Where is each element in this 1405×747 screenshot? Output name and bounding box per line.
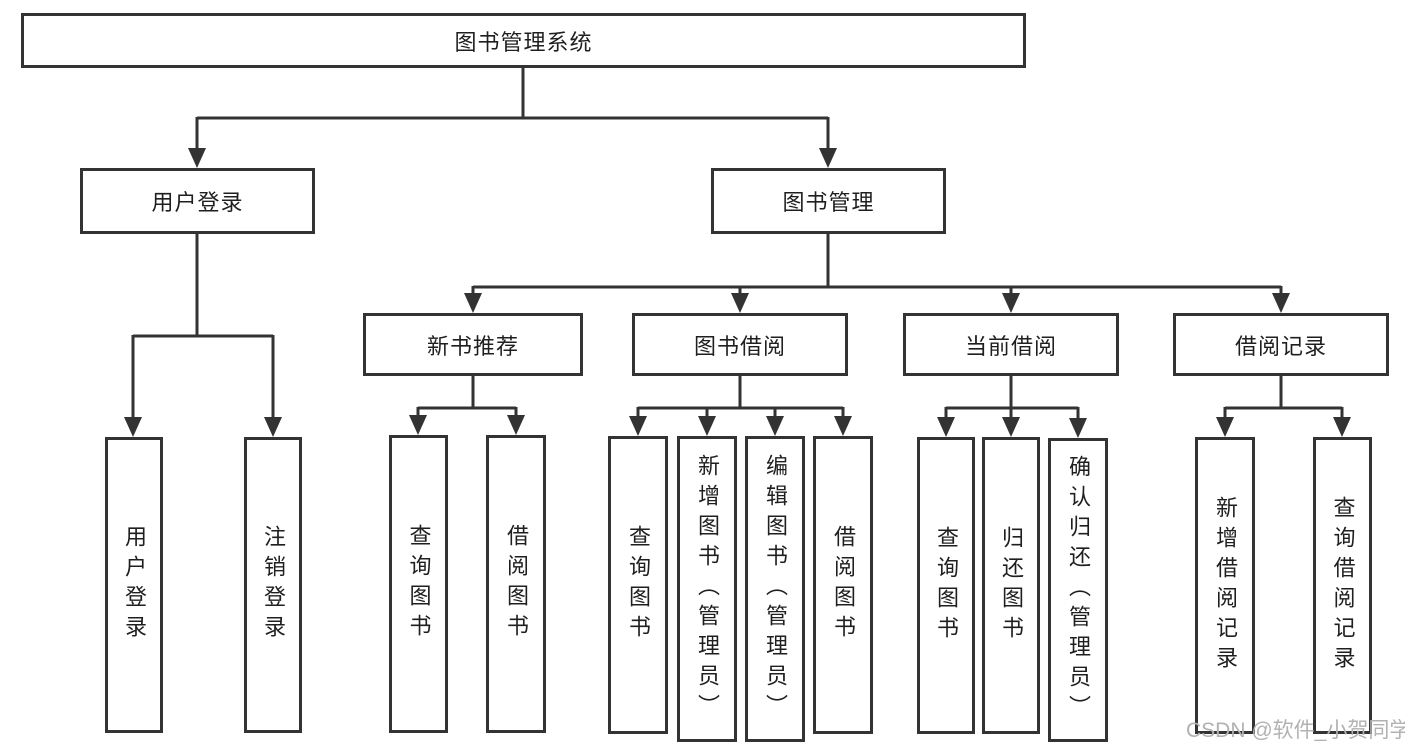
leaf-recommend-borrow-books: 借阅图书: [486, 435, 546, 733]
leaf-borrowing-borrow-books: 借阅图书: [813, 436, 873, 734]
leaf-current-query-books: 查询图书: [917, 437, 975, 734]
leaf-borrowing-add-books-admin-label: 新增图书（管理员）: [695, 454, 720, 724]
leaf-records-query-record-label: 查询借阅记录: [1330, 495, 1356, 676]
node-book-borrowing: 图书借阅: [632, 313, 848, 376]
leaf-recommend-query-books-label: 查询图书: [406, 524, 432, 644]
leaf-current-query-books-label: 查询图书: [934, 525, 959, 646]
leaf-user-login: 用户登录: [105, 437, 163, 733]
leaf-records-add-record-label: 新增借阅记录: [1213, 495, 1238, 676]
leaf-current-confirm-return-admin: 确认归还（管理员）: [1048, 438, 1108, 742]
leaf-borrowing-query-books-label: 查询图书: [626, 525, 651, 645]
leaf-recommend-query-books: 查询图书: [389, 435, 448, 733]
node-library-system: 图书管理系统: [21, 13, 1026, 68]
leaf-borrowing-add-books-admin: 新增图书（管理员）: [677, 436, 737, 742]
csdn-watermark: CSDN @软件_小贺同学: [1186, 719, 1405, 742]
leaf-current-return-books-label: 归还图书: [999, 525, 1024, 646]
leaf-current-confirm-return-admin-label: 确认归还（管理员）: [1066, 455, 1091, 725]
leaf-recommend-borrow-books-label: 借阅图书: [504, 524, 529, 644]
node-book-management: 图书管理: [711, 168, 946, 234]
leaf-borrowing-edit-books-admin-label: 编辑图书（管理员）: [763, 454, 788, 724]
leaf-borrowing-edit-books-admin: 编辑图书（管理员）: [745, 436, 805, 742]
leaf-user-login-label: 用户登录: [122, 525, 147, 645]
node-borrowing-records: 借阅记录: [1173, 313, 1389, 376]
leaf-records-add-record: 新增借阅记录: [1195, 437, 1255, 734]
leaf-records-query-record: 查询借阅记录: [1313, 437, 1372, 734]
node-current-borrowing: 当前借阅: [903, 313, 1119, 376]
leaf-borrowing-borrow-books-label: 借阅图书: [831, 525, 856, 645]
leaf-logout-label: 注销登录: [261, 525, 286, 645]
leaf-logout: 注销登录: [244, 437, 302, 733]
leaf-current-return-books: 归还图书: [982, 437, 1040, 734]
node-user-login: 用户登录: [80, 168, 315, 234]
node-new-book-recommend: 新书推荐: [363, 313, 583, 376]
leaf-borrowing-query-books: 查询图书: [608, 436, 668, 734]
